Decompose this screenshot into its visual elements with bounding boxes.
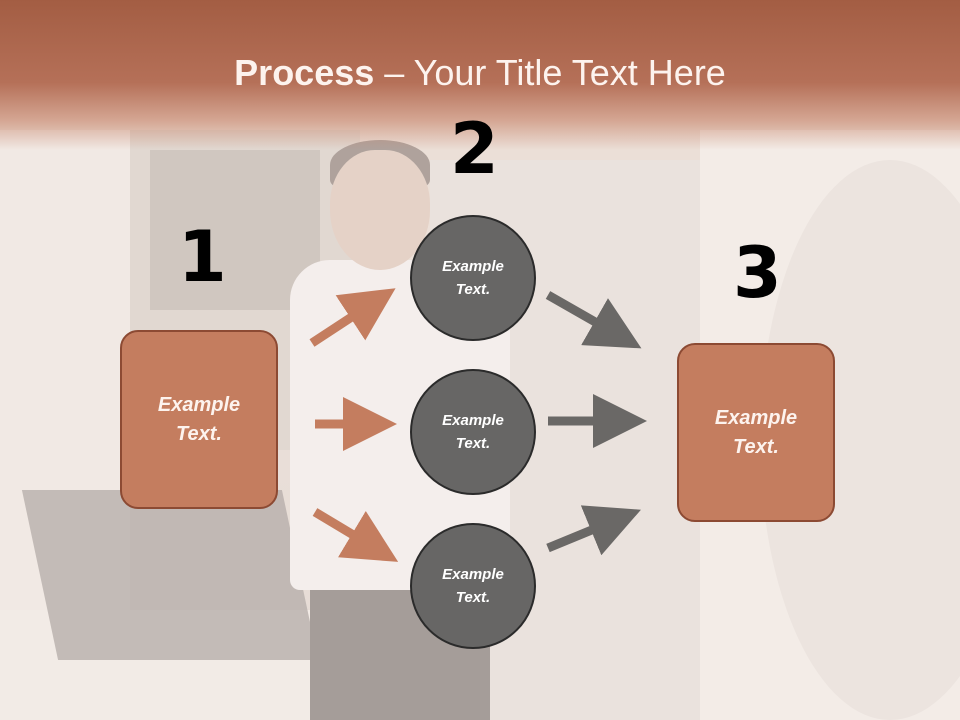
slide-title: Process – Your Title Text Here	[0, 52, 960, 94]
step-number-1: 1	[178, 216, 227, 298]
circle-middle-text: Example Text.	[442, 412, 504, 452]
step-2-circle-bottom[interactable]: Example Text.	[410, 523, 536, 649]
title-rest: – Your Title Text Here	[374, 52, 726, 93]
background-photo-person-head	[330, 150, 430, 270]
title-bold: Process	[234, 52, 375, 93]
arrow-bot-to-3	[546, 505, 641, 556]
step-2-circle-top[interactable]: Example Text.	[410, 215, 536, 341]
step-1-box[interactable]: Example Text.	[120, 330, 278, 509]
step-number-3: 3	[733, 232, 782, 314]
circle-bottom-text: Example Text.	[442, 566, 504, 606]
arrow-1-to-top	[309, 288, 396, 347]
title-bar	[0, 0, 960, 150]
step-3-text: Example Text.	[714, 406, 798, 458]
circle-top-text: Example Text.	[442, 258, 504, 298]
arrow-top-to-3	[545, 291, 642, 349]
step-3-box[interactable]: Example Text.	[677, 343, 835, 522]
step-number-2: 2	[450, 108, 499, 190]
step-1-text: Example Text.	[157, 393, 241, 445]
step-2-circle-middle[interactable]: Example Text.	[410, 369, 536, 495]
arrow-1-to-bot	[312, 508, 399, 562]
background-photo-panel-inner	[150, 150, 320, 310]
